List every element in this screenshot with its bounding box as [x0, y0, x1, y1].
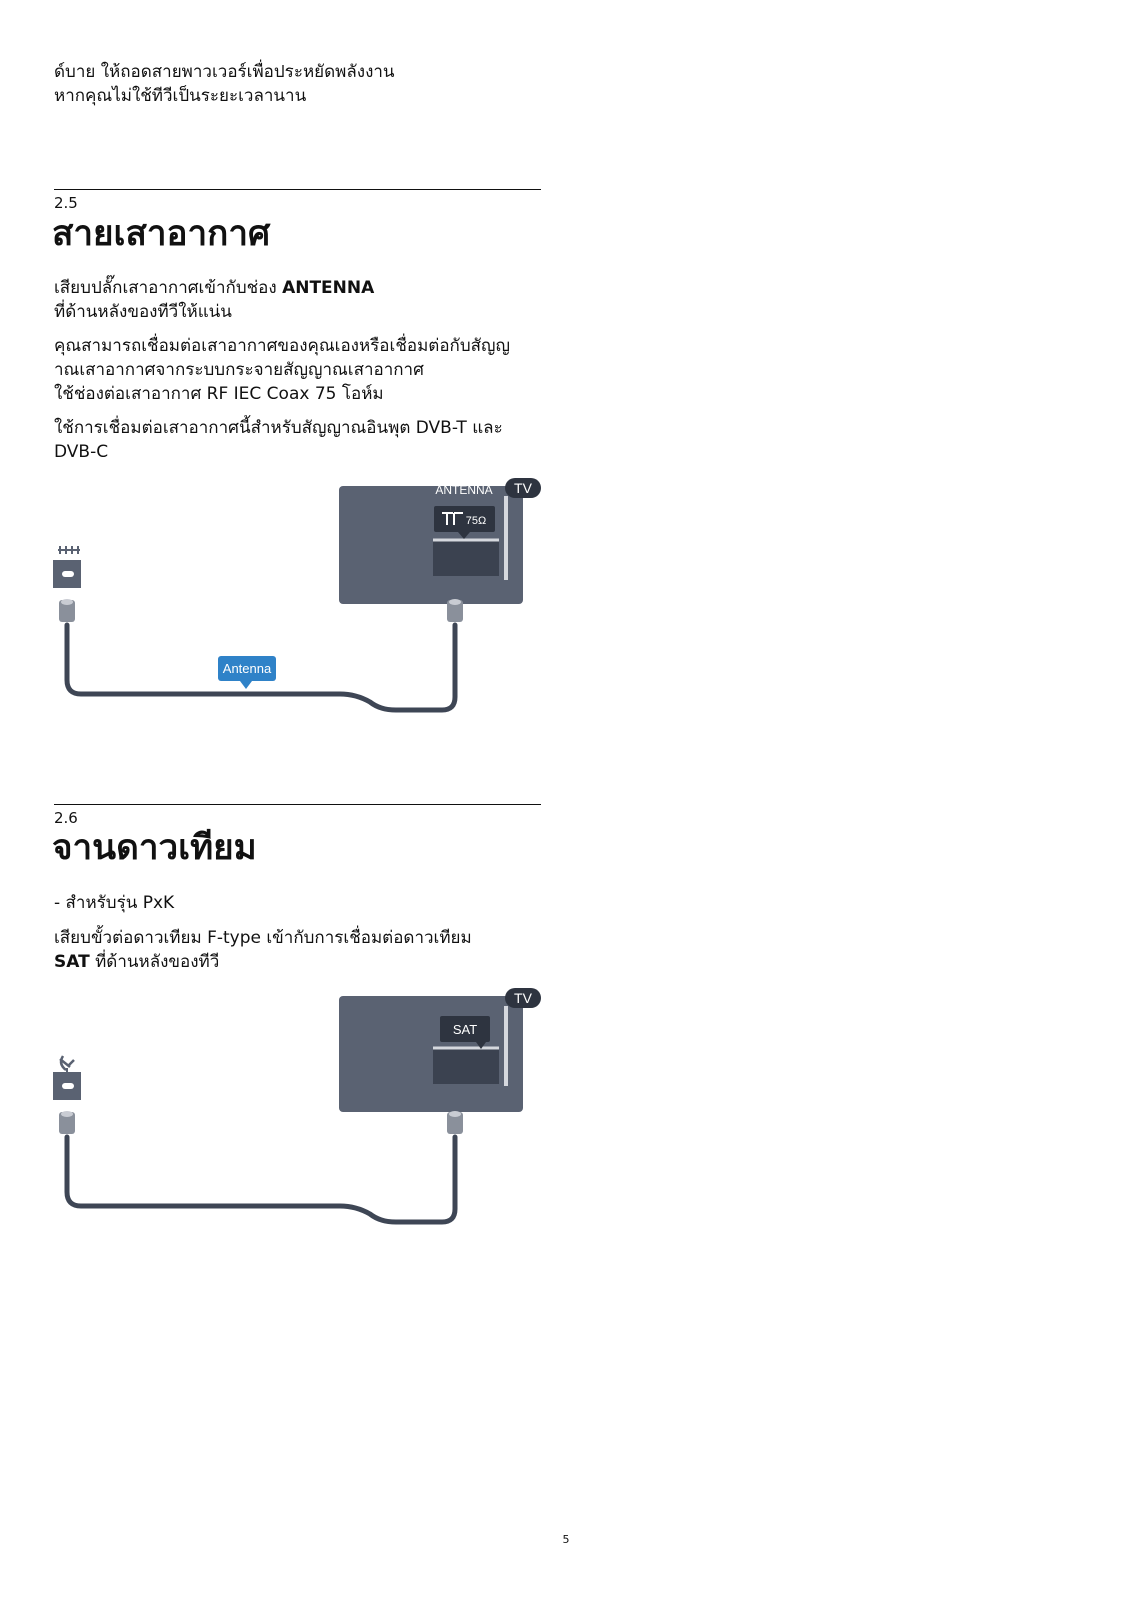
tv-badge: TV: [505, 478, 541, 498]
section-number-satellite: 2.6: [54, 809, 78, 827]
antenna-p1-text: เสียบปลั๊กเสาอากาศเข้ากับช่อง: [54, 278, 283, 298]
antenna-p2-line3: ใช้ช่องต่อเสาอากาศ RF IEC Coax 75 โอห์ม: [54, 384, 384, 404]
antenna-paragraph-2: คุณสามารถเชื่อมต่อเสาอากาศของคุณเองหรือเ…: [54, 334, 554, 406]
coax-symbol-icon: [442, 512, 463, 525]
sat-port-text: SAT: [453, 1022, 477, 1037]
intro-line-2: หากคุณไม่ใช้ทีวีเป็นระยะเวลานาน: [54, 86, 307, 106]
intro-text: ด์บาย ให้ถอดสายพาวเวอร์เพื่อประหยัดพลังง…: [54, 60, 554, 108]
antenna-cable-tag: Antenna: [218, 656, 276, 689]
satellite-dish-socket-icon: [53, 1055, 81, 1100]
satellite-p2-text: ที่ด้านหลังของทีวี: [89, 952, 220, 972]
satellite-cable: [64, 1134, 458, 1225]
antenna-paragraph-3: ใช้การเชื่อมต่อเสาอากาศนี้สำหรับสัญญาณอิ…: [54, 416, 554, 464]
satellite-p2-line1: เสียบขั้วต่อดาวเทียม F-type เข้ากับการเช…: [54, 928, 472, 948]
satellite-p2-bold: SAT: [54, 952, 90, 972]
antenna-wall-socket-icon: [53, 546, 81, 588]
antenna-cable-tag-text: Antenna: [223, 661, 272, 676]
antenna-p2-line2: าณเสาอากาศจากระบบกระจายสัญญาณเสาอากาศ: [54, 360, 424, 380]
tv-port-slot: [433, 1048, 499, 1084]
tv-badge-text: TV: [514, 480, 533, 496]
tv-port-slot: [433, 540, 499, 576]
tv-badge: TV: [505, 988, 541, 1008]
satellite-paragraph-2: เสียบขั้วต่อดาวเทียม F-type เข้ากับการเช…: [54, 926, 554, 974]
antenna-connection-diagram: TV ANTENNA 75Ω Antenna: [53, 478, 541, 713]
antenna-p1-bold: ANTENNA: [282, 278, 375, 298]
section-rule-satellite: [54, 804, 541, 805]
right-coax-plug-icon: [447, 1111, 463, 1134]
right-coax-plug-icon: [447, 599, 463, 622]
satellite-p1: - สำหรับรุ่น PxK: [54, 893, 175, 913]
antenna-p2-line1: คุณสามารถเชื่อมต่อเสาอากาศของคุณเองหรือเ…: [54, 336, 510, 356]
antenna-port-sub: 75Ω: [466, 515, 486, 527]
antenna-p3-line1: ใช้การเชื่อมต่อเสาอากาศนี้สำหรับสัญญาณอิ…: [54, 418, 503, 438]
tv-badge-text: TV: [514, 990, 533, 1006]
sat-port-label: SAT: [440, 1016, 490, 1049]
intro-line-1: ด์บาย ให้ถอดสายพาวเวอร์เพื่อประหยัดพลังง…: [54, 62, 395, 82]
left-coax-plug-icon: [59, 1111, 75, 1134]
page-number: 5: [562, 1533, 570, 1546]
left-coax-plug-icon: [59, 599, 75, 622]
section-title-satellite: จานดาวเทียม: [52, 828, 257, 868]
section-number-antenna: 2.5: [54, 194, 78, 212]
satellite-connection-diagram: TV SAT: [53, 988, 541, 1225]
section-title-antenna: สายเสาอากาศ: [52, 214, 271, 254]
antenna-port-label: ANTENNA 75Ω: [434, 483, 495, 539]
antenna-p1-line2: ที่ด้านหลังของทีวีให้แน่น: [54, 302, 232, 322]
antenna-p3-line2: DVB-C: [54, 442, 109, 462]
section-rule-antenna: [54, 189, 541, 190]
antenna-cable: [64, 622, 458, 713]
satellite-paragraph-1: - สำหรับรุ่น PxK: [54, 891, 554, 915]
antenna-paragraph-1: เสียบปลั๊กเสาอากาศเข้ากับช่อง ANTENNA ที…: [54, 276, 554, 324]
antenna-port-text: ANTENNA: [435, 483, 492, 497]
